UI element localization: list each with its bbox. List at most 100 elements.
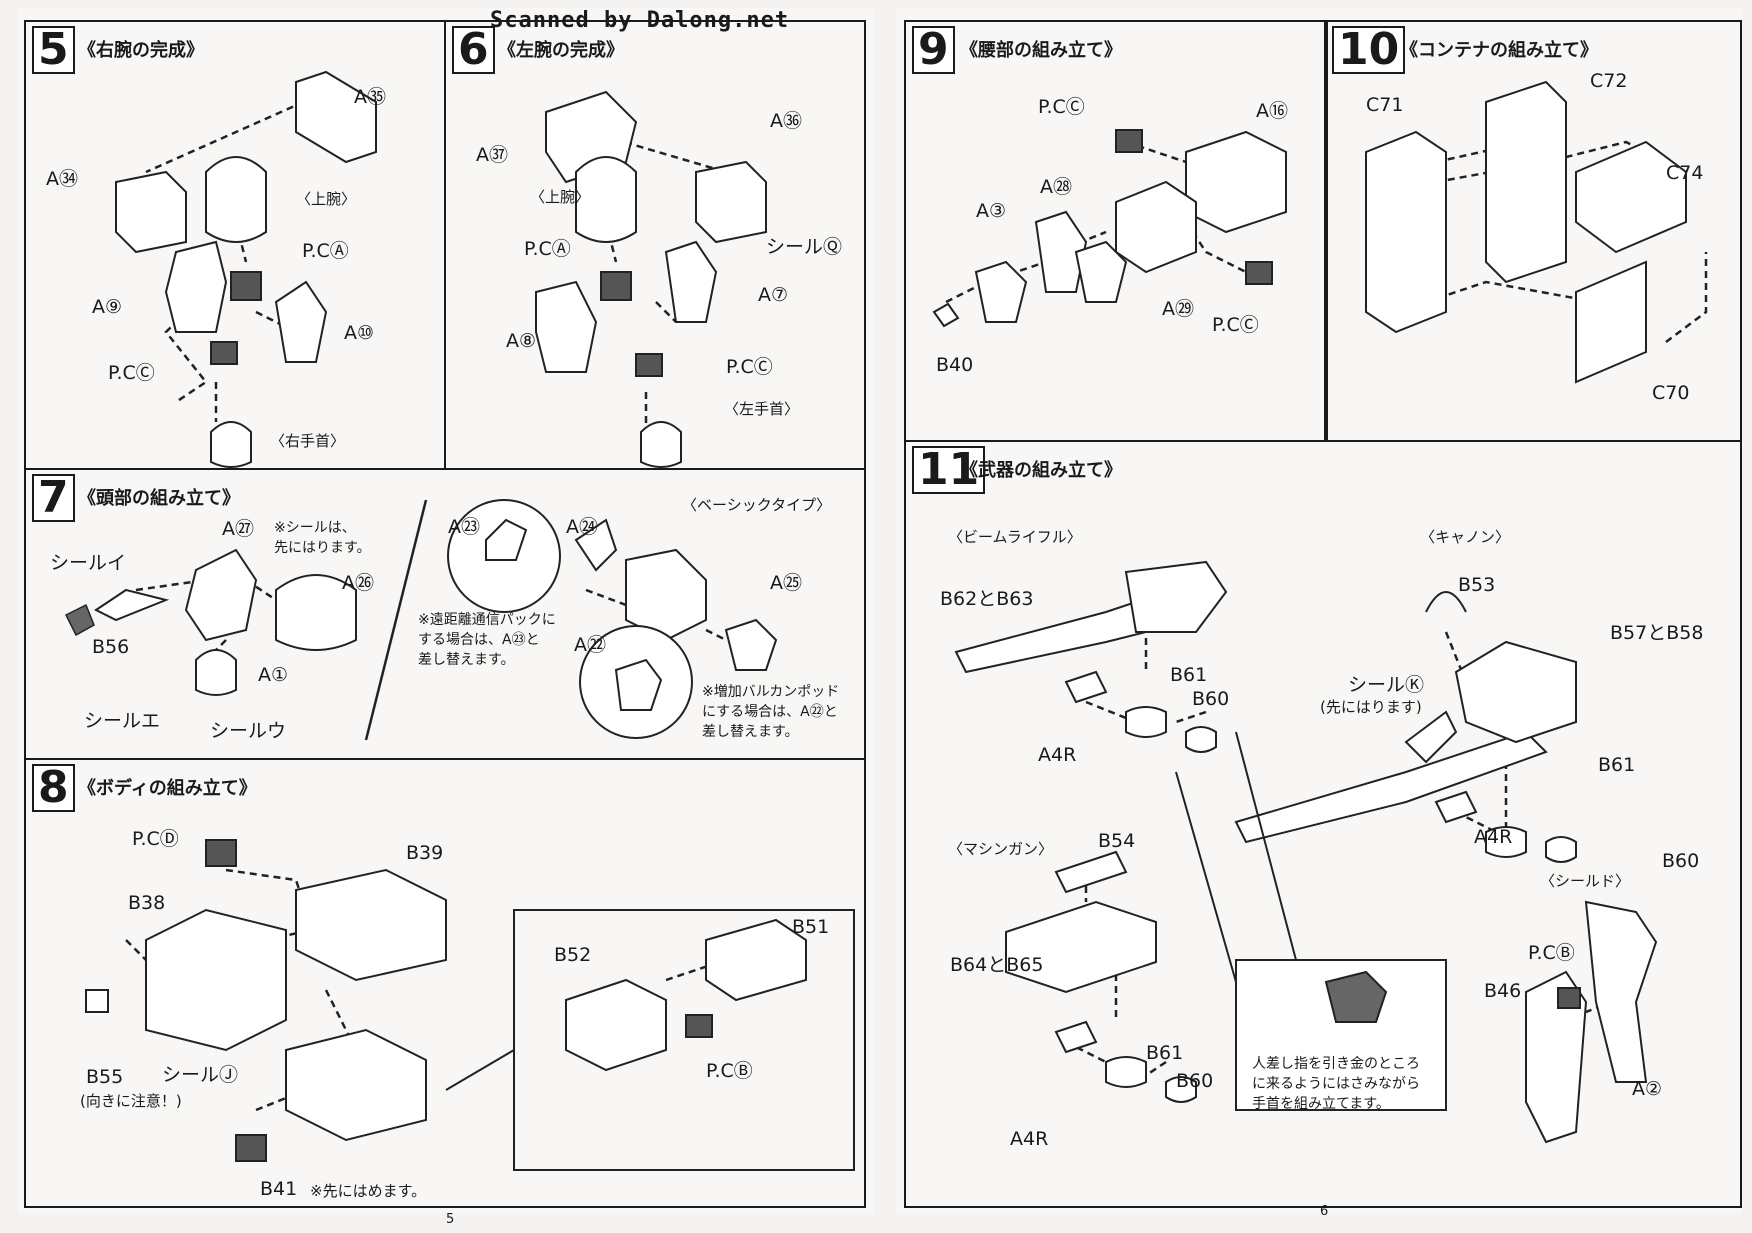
part-label: B39 bbox=[406, 842, 444, 864]
part-label: A⑯ bbox=[1256, 100, 1288, 122]
part-label: P.CⒹ bbox=[132, 828, 179, 850]
step-9-panel: 9 《腰部の組み立て》 P.CⒸ A⑯ A㉘ A③ A㉙ P.CⒸ B40 bbox=[904, 20, 1328, 442]
part-label: A㉗ bbox=[222, 518, 254, 540]
step-number: 11 bbox=[912, 446, 986, 494]
step-number: 5 bbox=[32, 26, 75, 74]
part-label: (先にはります) bbox=[1320, 698, 1422, 716]
part-label: 〈上腕〉 bbox=[530, 188, 591, 206]
part-label: P.CⒷ bbox=[1528, 942, 1575, 964]
step-title: 《左腕の完成》 bbox=[498, 40, 624, 61]
part-label: シールⓀ bbox=[1348, 674, 1425, 696]
part-label: B46 bbox=[1484, 980, 1522, 1002]
part-label: A③ bbox=[976, 200, 1007, 222]
part-label: A㊲ bbox=[476, 144, 508, 166]
part-label: A㉔ bbox=[566, 516, 598, 538]
part-label: B57とB58 bbox=[1610, 622, 1704, 644]
part-label: A㊱ bbox=[770, 110, 802, 132]
step-number: 6 bbox=[452, 26, 495, 74]
step-5-panel: 5 《右腕の完成》 A㉟ A㉞ 〈上腕〉 P.CⒶ A⑨ A⑩ P.CⒸ 〈右手… bbox=[24, 20, 446, 470]
part-label: 〈ベーシックタイプ〉 bbox=[682, 496, 832, 514]
part-label: B38 bbox=[128, 892, 166, 914]
part-label: A㉙ bbox=[1162, 298, 1194, 320]
step-title: 《頭部の組み立て》 bbox=[78, 488, 240, 509]
part-label: A4R bbox=[1474, 826, 1513, 848]
section-label: 〈ビームライフル〉 bbox=[948, 528, 1082, 546]
step-number: 7 bbox=[32, 474, 75, 522]
assembly-lines bbox=[1365, 80, 1708, 384]
part-label: シールⒿ bbox=[162, 1064, 239, 1086]
part-label: P.CⒸ bbox=[726, 356, 773, 378]
part-label: B41 bbox=[260, 1178, 298, 1200]
part-label: (向きに注意！) bbox=[80, 1092, 182, 1110]
part-label: A㉘ bbox=[1040, 176, 1072, 198]
part-label: A㉞ bbox=[46, 168, 78, 190]
note: 人差し指を引き金のところ に来るようにはさみながら 手首を組み立てます。 bbox=[1252, 1056, 1420, 1112]
step-11-panel: 11 《武器の組み立て》 bbox=[904, 440, 1742, 1208]
part-label: A㉕ bbox=[770, 572, 802, 594]
note: ※増加バルカンポッド にする場合は、A㉒と 差し替えます。 bbox=[702, 684, 840, 740]
step-number: 8 bbox=[32, 764, 75, 812]
step-title: 《コンテナの組み立て》 bbox=[1400, 40, 1598, 61]
part-label: P.CⒸ bbox=[1212, 314, 1259, 336]
step-title: 《ボディの組み立て》 bbox=[78, 778, 257, 799]
part-label: B61 bbox=[1146, 1042, 1184, 1064]
part-label: B56 bbox=[92, 636, 130, 658]
part-label: シールウ bbox=[210, 720, 287, 742]
section-label: 〈マシンガン〉 bbox=[948, 840, 1054, 858]
part-label: A⑧ bbox=[506, 330, 537, 352]
part-label: C70 bbox=[1652, 382, 1690, 404]
part-label: B53 bbox=[1458, 574, 1496, 596]
part-label: シールイ bbox=[50, 552, 127, 574]
part-label: C71 bbox=[1366, 94, 1404, 116]
step-number: 10 bbox=[1332, 26, 1406, 74]
step-10-panel: 10 《コンテナの組み立て》 C71 C72 C74 C70 bbox=[1324, 20, 1742, 442]
part-label: 〈上腕〉 bbox=[296, 190, 357, 208]
part-label: B55 bbox=[86, 1066, 124, 1088]
part-label: A② bbox=[1632, 1078, 1663, 1100]
part-label: A⑨ bbox=[92, 296, 123, 318]
part-label: B60 bbox=[1662, 850, 1700, 872]
part-label: B61 bbox=[1170, 664, 1208, 686]
part-label: C72 bbox=[1590, 70, 1628, 92]
part-label: P.CⒶ bbox=[524, 238, 571, 260]
part-label: A㉒ bbox=[574, 634, 606, 656]
page-number: 5 bbox=[446, 1212, 455, 1227]
step-title: 《右腕の完成》 bbox=[78, 40, 204, 61]
part-label: 〈右手首〉 bbox=[270, 432, 346, 450]
assembly-lines bbox=[932, 129, 1287, 328]
part-label: シールエ bbox=[84, 710, 161, 732]
part-label: B60 bbox=[1176, 1070, 1214, 1092]
part-label: B60 bbox=[1192, 688, 1230, 710]
part-label: A㉓ bbox=[448, 516, 480, 538]
part-label: シールⓆ bbox=[766, 236, 843, 258]
section-label: 〈シールド〉 bbox=[1540, 872, 1631, 890]
part-label: P.CⒶ bbox=[302, 240, 349, 262]
step-8-panel: 8 《ボディの組み立て》 P.CⒹ B39 B38 シールⒿ B55 (向きに注… bbox=[24, 758, 866, 1208]
part-label: B64とB65 bbox=[950, 954, 1044, 976]
step-number: 9 bbox=[912, 26, 955, 74]
step-6-panel: 6 《左腕の完成》 A㊲ A㊱ 〈上腕〉 P.CⒶ シールⓆ A⑦ A⑧ P.C… bbox=[444, 20, 866, 470]
part-label: A⑩ bbox=[344, 322, 375, 344]
part-label: A① bbox=[258, 664, 289, 686]
part-label: A4R bbox=[1038, 744, 1077, 766]
part-label: C74 bbox=[1666, 162, 1704, 184]
section-label: 〈キャノン〉 bbox=[1420, 528, 1511, 546]
part-label: ※先にはめます。 bbox=[310, 1182, 427, 1200]
part-label: B52 bbox=[554, 944, 592, 966]
part-label: A4R bbox=[1010, 1128, 1049, 1150]
page-number: 6 bbox=[1320, 1204, 1329, 1219]
part-label: P.CⒷ bbox=[706, 1060, 753, 1082]
part-label: 〈左手首〉 bbox=[724, 400, 800, 418]
part-label: A㉖ bbox=[342, 572, 374, 594]
note: ※遠距離通信パックに する場合は、A㉓と 差し替えます。 bbox=[418, 612, 556, 668]
part-label: B62とB63 bbox=[940, 588, 1034, 610]
part-label: P.CⒸ bbox=[108, 362, 155, 384]
part-label: P.CⒸ bbox=[1038, 96, 1085, 118]
part-label: B61 bbox=[1598, 754, 1636, 776]
part-label: A⑦ bbox=[758, 284, 789, 306]
step-7-panel: 7 《頭部の組み立て》 A㉗ ※シールは、 先にはります。 シールイ A bbox=[24, 468, 866, 760]
part-label: B51 bbox=[792, 916, 830, 938]
part-label: B40 bbox=[936, 354, 974, 376]
step-title: 《武器の組み立て》 bbox=[960, 460, 1122, 481]
note: ※シールは、 先にはります。 bbox=[274, 520, 371, 556]
